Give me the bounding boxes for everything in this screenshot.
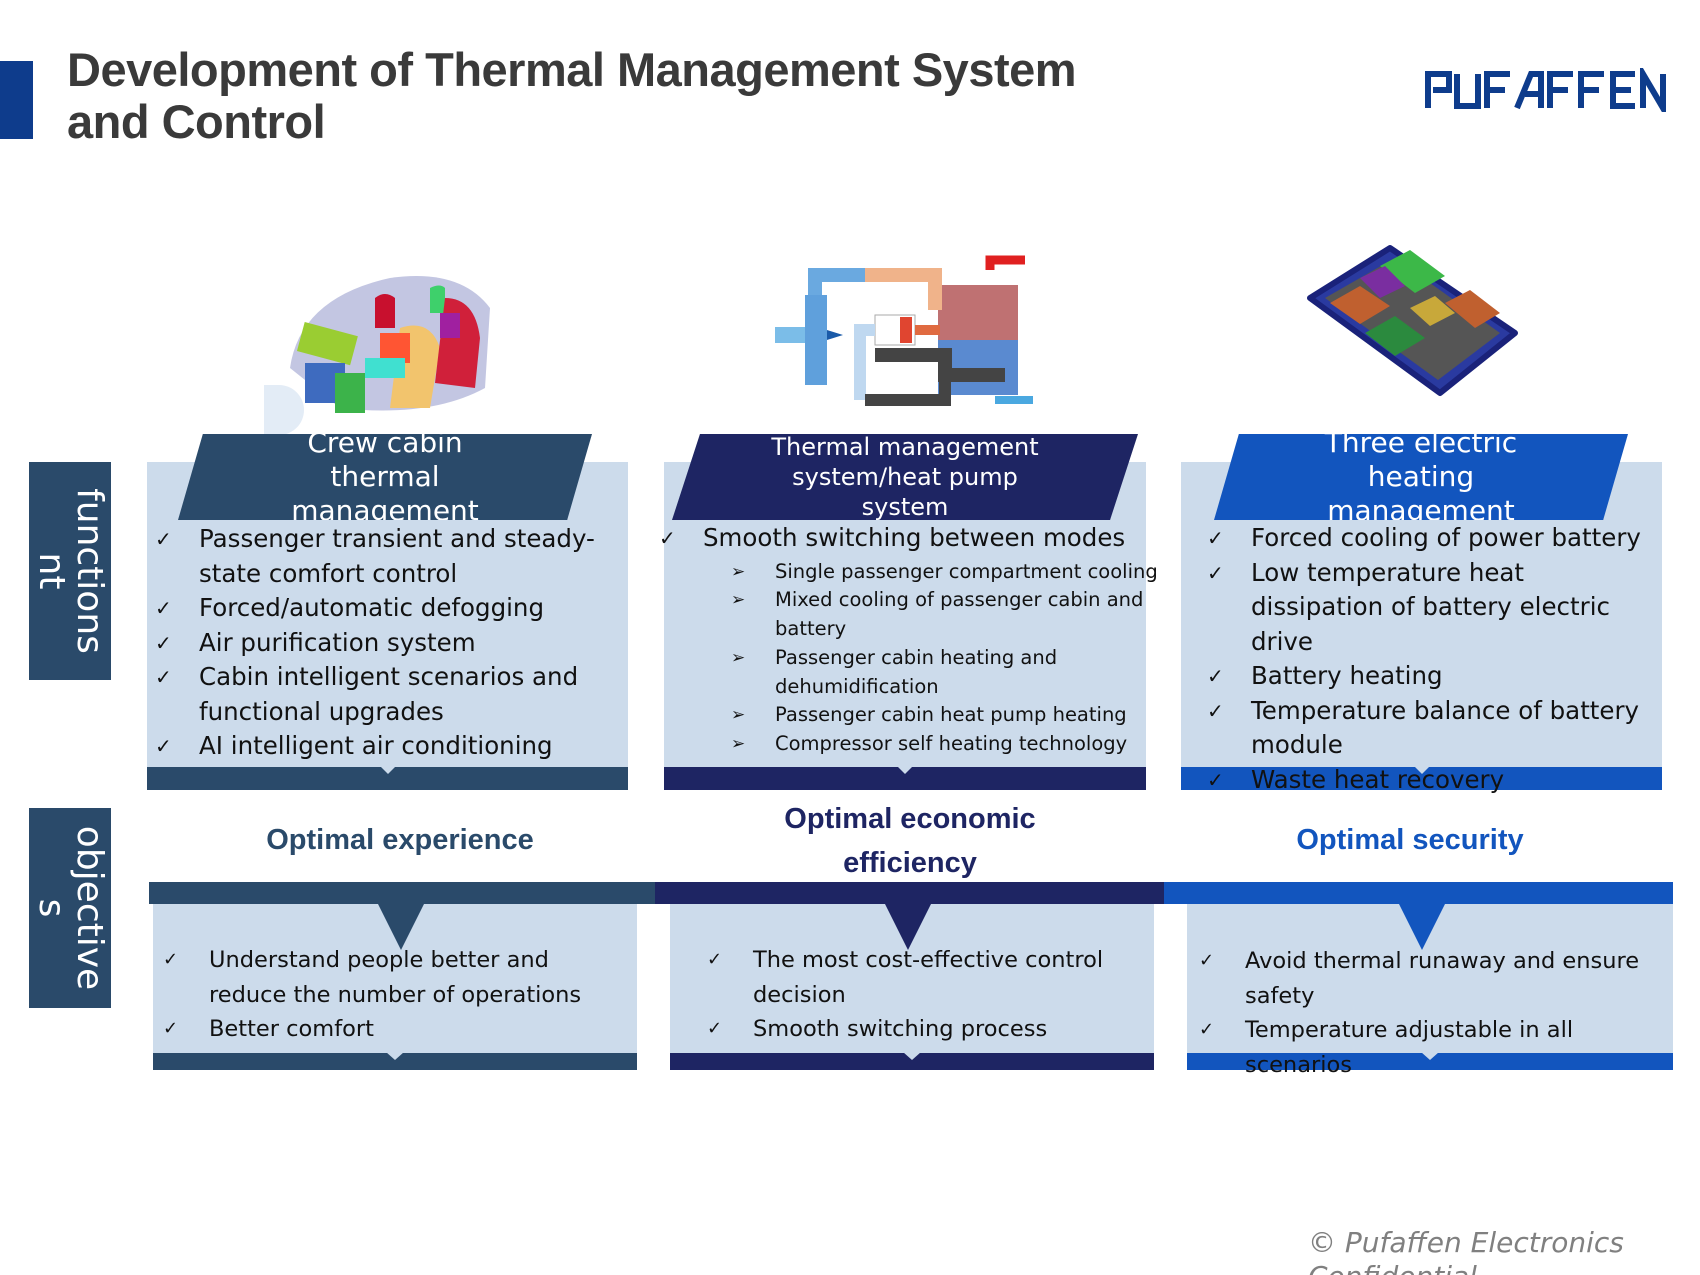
check-icon: ✓ [1207, 560, 1224, 585]
list-item: ✓Battery heating [1207, 659, 1657, 694]
panel-notch [903, 1052, 921, 1060]
panel-footer-bar [670, 1053, 1154, 1070]
objective-panel-battery [1187, 904, 1673, 1070]
copyright-notice: © Pufaffen Electronics Confidential [1308, 1226, 1624, 1275]
check-icon: ✓ [155, 665, 172, 689]
panel-notch [378, 765, 397, 774]
check-icon: ✓ [1207, 664, 1224, 688]
list-item: ✓Understand people better and reduce the… [163, 943, 633, 1012]
objective-panel-heat-pump [670, 904, 1154, 1070]
objective-strip-cabin [149, 882, 655, 904]
list-item: ✓Passenger transient and steady-state co… [155, 524, 595, 588]
panel-footer-bar [1187, 1053, 1673, 1070]
pointer-triangle [378, 904, 424, 950]
pointer-triangle [1399, 904, 1445, 950]
side-label-text: objective [69, 825, 110, 991]
heat-pump-function-list: ✓Smooth switching between modes ➢Single … [659, 521, 1159, 759]
sub-list-item: ➢Compressor self heating technology [659, 730, 1159, 759]
goal-heading-experience: Optimal experience [266, 824, 534, 856]
banner-heat-pump: Thermal management system/heat pump syst… [672, 434, 1138, 520]
list-item: ✓Low temperature heat dissipation of bat… [1207, 557, 1610, 656]
arrow-bullet-icon: ➢ [731, 561, 746, 582]
arrow-bullet-icon: ➢ [731, 705, 746, 726]
battery-pack-illustration [1307, 245, 1518, 396]
list-item: ✓Temperature adjustable in all scenarios [1199, 1013, 1669, 1082]
panel-footer-bar [147, 767, 628, 790]
cabin-objective-list: ✓Understand people better and reduce the… [163, 943, 633, 1047]
panel-notch [1412, 765, 1431, 774]
decorative-shape [264, 385, 304, 435]
panel-notch [386, 1052, 404, 1060]
list-item: ✓Avoid thermal runaway and ensure safety [1199, 944, 1669, 1013]
check-icon: ✓ [1207, 767, 1224, 792]
arrow-bullet-icon: ➢ [731, 590, 746, 611]
banner-text: Crew cabin thermal management [291, 426, 479, 527]
check-icon: ✓ [1199, 950, 1215, 971]
sub-list-item: ➢Passenger cabin heating and dehumidific… [731, 645, 1058, 698]
page-title: Development of Thermal Management System… [67, 44, 1267, 148]
mode-sub-list: ➢Single passenger compartment cooling ➢M… [659, 558, 1159, 760]
check-icon: ✓ [155, 734, 172, 758]
goal-heading-economic: Optimal economic efficiency [784, 803, 1036, 879]
list-item: ✓Forced cooling of power battery [1207, 521, 1657, 556]
panel-footer-bar [1181, 767, 1662, 790]
check-icon: ✓ [155, 527, 172, 551]
panel-notch [1421, 1052, 1439, 1060]
heat-pump-objective-list: ✓The most cost-effective control decisio… [707, 943, 1147, 1047]
check-icon: ✓ [707, 1018, 723, 1039]
list-item: ✓Cabin intelligent scenarios and functio… [155, 662, 579, 726]
cabin-function-list: ✓Passenger transient and steady-state co… [155, 522, 595, 764]
check-icon: ✓ [1199, 1019, 1215, 1040]
sub-list-item: ➢Single passenger compartment cooling [659, 558, 1159, 587]
battery-function-list: ✓Forced cooling of power battery ✓Low te… [1207, 521, 1657, 797]
check-icon: ✓ [659, 526, 676, 550]
sub-list-item: ➢Mixed cooling of passenger cabin and ba… [731, 588, 1144, 641]
check-icon: ✓ [707, 949, 723, 970]
panel-footer-bar [153, 1053, 637, 1070]
pointer-triangle [885, 904, 931, 950]
list-item: ✓Smooth switching between modes ➢Single … [659, 521, 1159, 759]
title-line-1: Development of Thermal Management System [67, 43, 1077, 96]
list-item: ✓Temperature balance of battery module [1207, 695, 1640, 760]
check-icon: ✓ [163, 949, 179, 970]
list-item: ✓The most cost-effective control decisio… [707, 943, 1147, 1012]
check-icon: ✓ [1207, 698, 1224, 723]
sub-list-item: ➢Passenger cabin heat pump heating [659, 701, 1159, 730]
goal-heading-security: Optimal security [1296, 824, 1524, 856]
side-label-text: s [31, 898, 72, 918]
side-label-text: functions [69, 488, 110, 654]
arrow-bullet-icon: ➢ [731, 647, 746, 668]
list-item: ✓Waste heat recovery [1207, 763, 1657, 798]
panel-notch [896, 765, 914, 774]
check-icon: ✓ [163, 1018, 179, 1039]
banner-battery: Three electric heating management [1214, 434, 1628, 520]
check-icon: ✓ [155, 596, 172, 620]
objective-strip-battery [1164, 882, 1673, 904]
check-icon: ✓ [155, 630, 172, 655]
car-cabin-illustration [290, 276, 490, 413]
objective-strip-heat-pump [655, 882, 1164, 904]
list-item: ✓Better comfort [163, 1012, 633, 1047]
pufaffen-logo [1425, 68, 1666, 112]
arrow-bullet-icon: ➢ [731, 734, 746, 755]
banner-cabin: Crew cabin thermal management [178, 434, 592, 520]
list-item: ✓AI intelligent air conditioning [155, 729, 595, 764]
check-icon: ✓ [1207, 526, 1224, 550]
list-item: ✓Forced/automatic defogging [155, 591, 595, 626]
list-item: ✓Smooth switching process [707, 1012, 1147, 1047]
objective-panel-cabin [153, 904, 637, 1070]
list-item: ✓Air purification system [155, 626, 595, 661]
panel-footer-bar [664, 767, 1146, 790]
banner-text: Three electric heating management [1324, 426, 1518, 527]
heat-pump-illustration [775, 255, 1033, 406]
side-label-text: nt [31, 552, 72, 590]
title-accent-bar [0, 61, 33, 139]
banner-text: Thermal management system/heat pump syst… [771, 433, 1039, 521]
battery-objective-list: ✓Avoid thermal runaway and ensure safety… [1199, 944, 1669, 1082]
title-line-2: and Control [67, 95, 326, 148]
